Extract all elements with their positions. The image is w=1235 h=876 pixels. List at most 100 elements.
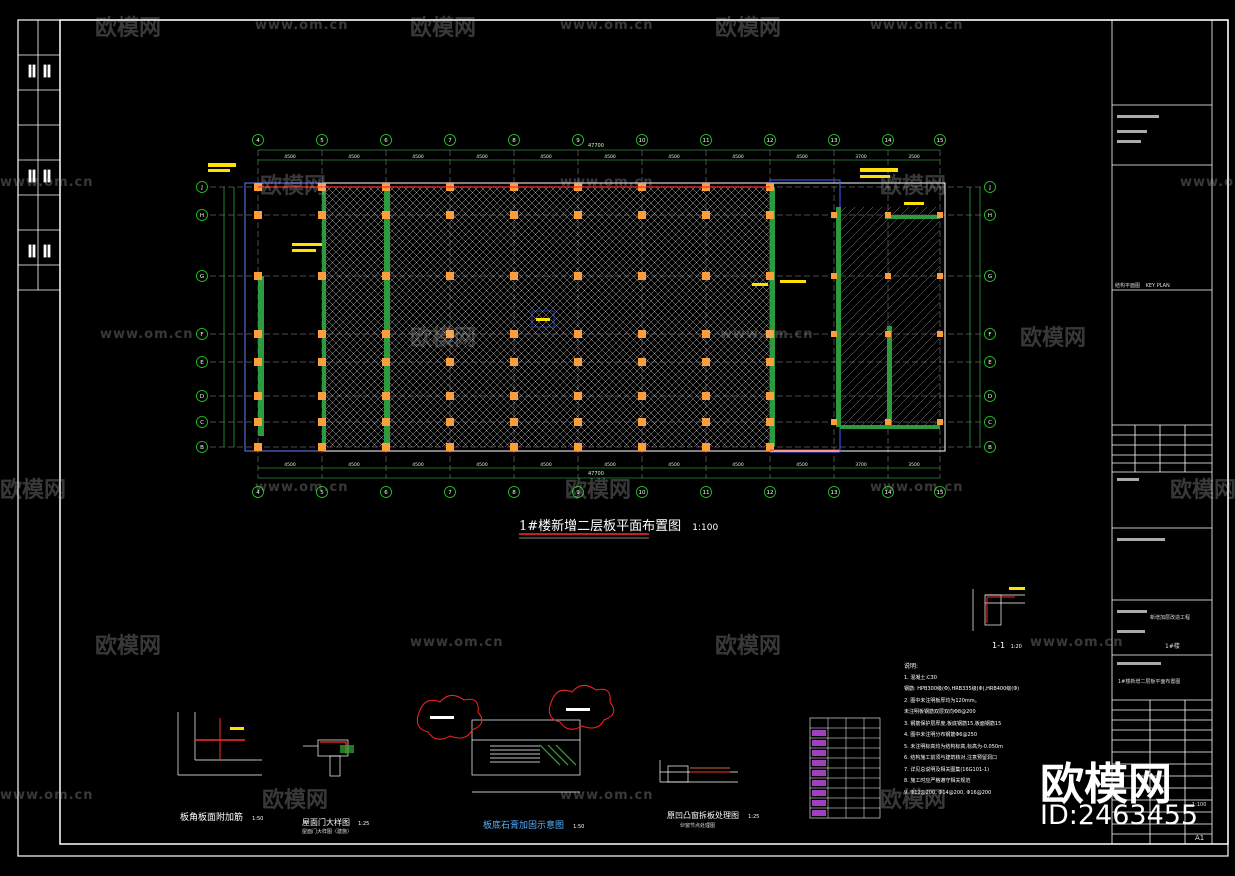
axis-label: 4 (256, 490, 260, 496)
column (446, 392, 454, 400)
axis-label: 12 (767, 490, 774, 496)
axis-bubble-7: 7 (444, 134, 456, 146)
detail-title-text: 板底石膏加固示意图 (483, 821, 565, 831)
axis-bubble-9: 9 (572, 134, 584, 146)
axis-bubble-6: 6 (380, 486, 392, 498)
column (318, 392, 326, 400)
column (937, 419, 943, 425)
column (382, 272, 390, 280)
axis-label: H (200, 213, 204, 219)
title-block-project: 新增加层改造工程 (1150, 615, 1191, 621)
axis-bubble-15: 15 (934, 134, 946, 146)
axis-label: C (200, 420, 204, 426)
column (382, 330, 390, 338)
column (937, 273, 943, 279)
column (766, 443, 774, 451)
detail-title-3: 板底石膏加固示意图 1:50 (483, 813, 584, 832)
column (382, 211, 390, 219)
notes-heading: 说明: (904, 663, 919, 670)
column (574, 418, 582, 426)
rebar-cell (812, 760, 826, 766)
axis-label: D (200, 394, 204, 400)
axis-label: 8 (512, 490, 516, 496)
revision-cloud-1 (416, 695, 483, 740)
note-line: 2. 图中未注明板厚均为120mm。 (904, 697, 980, 704)
detail-scale-text: 1:25 (748, 814, 760, 820)
column (254, 443, 262, 451)
column (382, 443, 390, 451)
column (382, 418, 390, 426)
watermark-id: ID:2463455 (1040, 800, 1199, 831)
dimension-text: 4500 (476, 462, 488, 468)
axis-label: B (988, 445, 992, 451)
column (318, 418, 326, 426)
axis-bubble-13: 13 (828, 486, 840, 498)
column (254, 211, 262, 219)
column (638, 392, 646, 400)
axis-label: C (988, 420, 992, 426)
section-scale: 1:20 (1010, 644, 1022, 650)
axis-bubble-6: 6 (380, 134, 392, 146)
note-line: 钢筋: HPB300级(Φ),HRB335级(Φ),HRB400级(Φ) (904, 686, 1020, 692)
column (638, 443, 646, 451)
column (638, 330, 646, 338)
note-line: 9. Φ12@200, Φ14@200, Φ16@200 (904, 789, 992, 796)
axis-bubble-G: G (984, 270, 996, 282)
rebar-cell (812, 790, 826, 796)
column (446, 358, 454, 366)
detail-scale-text: 1:50 (573, 824, 585, 830)
detail-window (659, 760, 738, 783)
dimension-text: 4500 (540, 462, 552, 468)
axis-bubble-B: B (984, 441, 996, 453)
note-line: 5. 未注明标高均为结构标高,标高为-0.050m (904, 743, 1003, 750)
detail-title-1: 板角板面附加筋 1:50 (180, 805, 263, 824)
column (446, 272, 454, 280)
column (254, 392, 262, 400)
axis-bubble-B: B (196, 441, 208, 453)
axis-bubble-E: E (196, 356, 208, 368)
detail-subnote-window: 伙窗节点处理图 (680, 823, 716, 829)
axis-label: G (200, 274, 204, 280)
dimension-text: 4500 (732, 154, 744, 160)
section-label: 1-1 (992, 641, 1006, 650)
column (318, 443, 326, 451)
column (574, 211, 582, 219)
note-line: 8. 施工时应严格遵守相关规范 (904, 778, 971, 784)
column (446, 211, 454, 219)
axis-bubble-5: 5 (316, 486, 328, 498)
dimension-text: 4500 (732, 462, 744, 468)
dimension-text: 4500 (412, 154, 424, 160)
column (446, 418, 454, 426)
plan-title-underline (519, 533, 649, 539)
revision-cloud-2 (548, 685, 615, 730)
label-text-bar (536, 318, 550, 321)
axis-label: J (200, 185, 203, 191)
axis-bubble-10: 10 (636, 134, 648, 146)
column (382, 358, 390, 366)
column (766, 211, 774, 219)
column (831, 212, 837, 218)
axis-bubble-14: 14 (882, 486, 894, 498)
column (885, 331, 891, 337)
label-box (531, 310, 555, 328)
axis-label: 5 (320, 490, 324, 496)
axis-bubble-C: C (984, 416, 996, 428)
axis-bubble-4: 4 (252, 486, 264, 498)
column (702, 358, 710, 366)
dimension-text: 4500 (348, 154, 360, 160)
note-line: 3. 钢筋保护层厚度,板底钢筋15,板面钢筋15 (904, 720, 1002, 727)
column (766, 392, 774, 400)
axis-label: H (988, 213, 992, 219)
column (254, 358, 262, 366)
axis-bubble-12: 12 (764, 134, 776, 146)
axis-bubble-11: 11 (700, 486, 712, 498)
axis-bubble-G: G (196, 270, 208, 282)
column (318, 330, 326, 338)
column (510, 330, 518, 338)
axis-label: F (200, 332, 203, 338)
axis-label: G (988, 274, 992, 280)
column (766, 272, 774, 280)
